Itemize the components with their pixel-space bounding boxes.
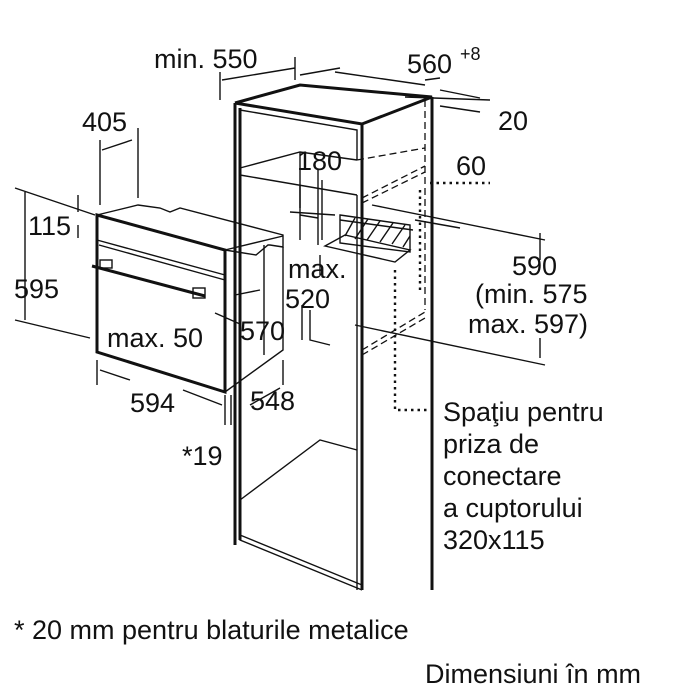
socket-note-line: 320x115 [443,525,545,555]
dim-590: 590 [512,251,557,281]
dim-115: 115 [28,211,71,241]
socket-note: Spaţiu pentru priza de conectare a cupto… [443,396,604,556]
dim-595: 595 [14,274,59,304]
dim-560-tolerance: +8 [460,44,481,64]
dim-max-520-a: max. [288,254,347,284]
oven [91,204,284,395]
cabinet [233,83,434,591]
dim-548: 548 [250,386,295,416]
dim-560: 560 [407,49,452,79]
socket-note-line: Spaţiu pentru [443,397,604,427]
dim-max-50: max. 50 [107,323,203,353]
dim-19: *19 [182,441,223,471]
socket-cable-route [393,181,490,412]
dim-590-max: max. 597) [468,309,588,339]
dim-60: 60 [456,151,486,181]
dim-180: 180 [297,146,342,176]
socket-note-line: a cuptorului [443,493,583,523]
dim-594: 594 [130,388,175,418]
dim-min-550: min. 550 [154,44,258,74]
footnote: * 20 mm pentru blaturile metalice [14,615,409,645]
dimension-lines [14,57,546,425]
socket-note-line: priza de [443,429,540,459]
dim-405: 405 [82,107,127,137]
dim-max-520-b: 520 [285,284,330,314]
dim-20: 20 [498,106,528,136]
socket-note-line: conectare [443,461,562,491]
dim-570: 570 [240,316,285,346]
dim-590-min: (min. 575 [475,279,588,309]
units-note: Dimensiuni în mm [425,659,642,689]
socket-area [323,214,412,263]
